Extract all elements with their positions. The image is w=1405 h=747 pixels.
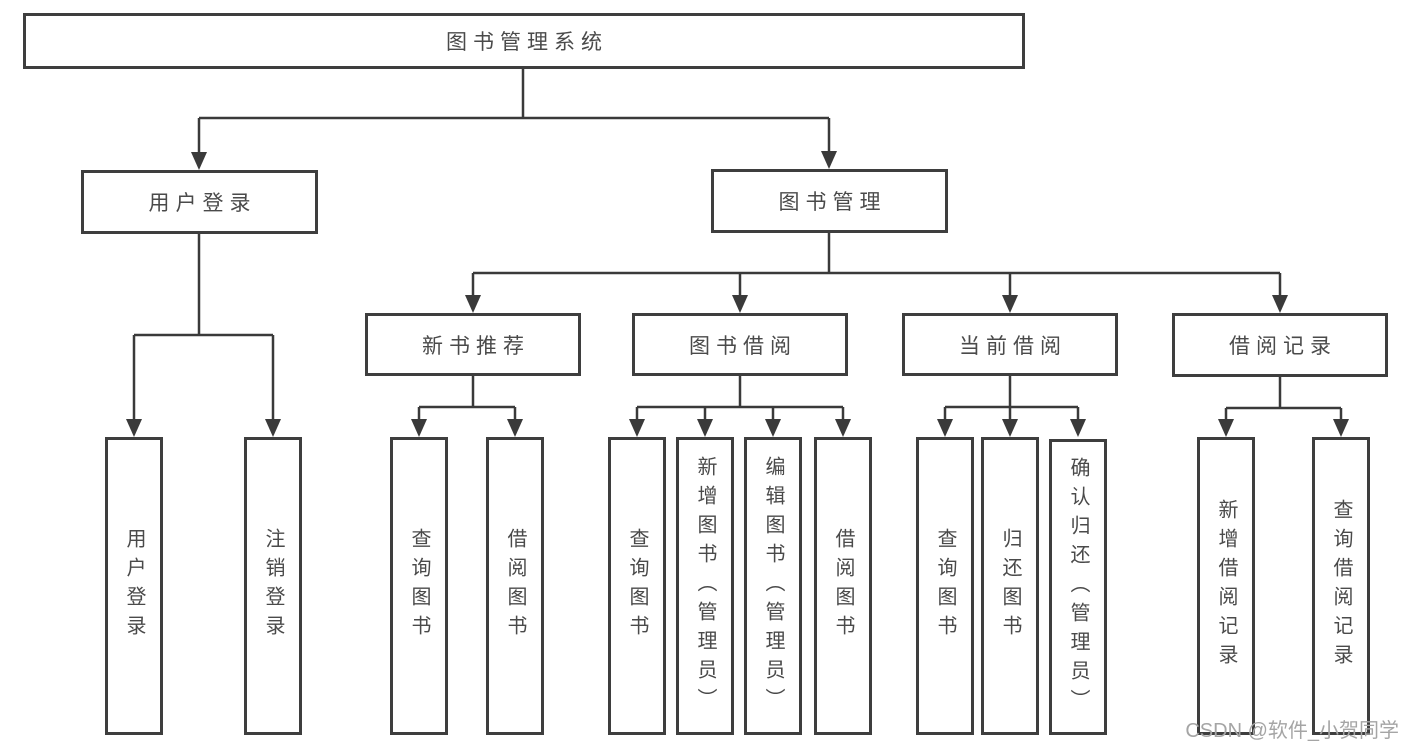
arrowhead (411, 419, 427, 437)
node-label: 图书管理 (778, 191, 887, 214)
node-book-borrow: 图书借阅 (632, 313, 848, 376)
arrowhead (1002, 419, 1018, 437)
node-current-borrow: 当前借阅 (902, 313, 1118, 376)
node-label: 查询图书 (626, 528, 648, 644)
node-label: 借阅图书 (832, 528, 854, 644)
arrowhead (1333, 419, 1349, 437)
arrowhead (835, 419, 851, 437)
arrowhead (821, 151, 837, 169)
node-label: 图书借阅 (689, 334, 797, 358)
node-user-login: 用户登录 (81, 170, 318, 234)
leaf-borrow-add-books-admin: 新增图书（管理员） (676, 437, 734, 735)
leaf-current-confirm-return-admin: 确认归还（管理员） (1049, 439, 1107, 735)
node-book-management: 图书管理 (711, 169, 948, 233)
node-label: 查询图书 (408, 528, 430, 644)
leaf-records-query-record: 查询借阅记录 (1312, 437, 1370, 735)
node-label: 新增图书（管理员） (694, 455, 716, 717)
arrowhead (265, 419, 281, 437)
leaf-current-query-books: 查询图书 (916, 437, 974, 735)
leaf-user-login: 用户登录 (105, 437, 163, 735)
node-label: 用户登录 (148, 192, 257, 215)
node-label: 用户登录 (123, 528, 145, 644)
leaf-recommend-query-books: 查询图书 (390, 437, 448, 735)
node-label: 编辑图书（管理员） (762, 455, 784, 717)
leaf-borrow-query-books: 查询图书 (608, 437, 666, 735)
arrowhead (765, 419, 781, 437)
leaf-current-return-books: 归还图书 (981, 437, 1039, 735)
node-new-book-recommend: 新书推荐 (365, 313, 581, 376)
arrowhead (507, 419, 523, 437)
node-label: 查询借阅记录 (1330, 499, 1352, 673)
arrowhead (937, 419, 953, 437)
csdn-watermark: CSDN @软件_小贺同学 (1185, 720, 1399, 742)
node-library-system: 图书管理系统 (23, 13, 1025, 69)
arrowhead (629, 419, 645, 437)
arrowhead (732, 295, 748, 313)
leaf-logout: 注销登录 (244, 437, 302, 735)
arrowhead (465, 295, 481, 313)
arrowhead (1218, 419, 1234, 437)
node-label: 归还图书 (999, 528, 1021, 644)
arrowhead (1272, 295, 1288, 313)
arrowhead (697, 419, 713, 437)
node-label: 借阅图书 (504, 528, 526, 644)
node-label: 借阅记录 (1229, 335, 1337, 358)
leaf-recommend-borrow-books: 借阅图书 (486, 437, 544, 735)
node-label: 当前借阅 (959, 334, 1067, 358)
node-label: 新书推荐 (422, 334, 530, 358)
leaf-records-add-record: 新增借阅记录 (1197, 437, 1255, 735)
node-label: 注销登录 (262, 528, 284, 644)
leaf-borrow-borrow-books: 借阅图书 (814, 437, 872, 735)
arrowhead (1002, 295, 1018, 313)
leaf-borrow-edit-books-admin: 编辑图书（管理员） (744, 437, 802, 735)
arrowhead (191, 152, 207, 170)
node-borrow-records: 借阅记录 (1172, 313, 1388, 377)
node-label: 确认归还（管理员） (1067, 456, 1089, 718)
arrowhead (1070, 419, 1086, 437)
node-label: 查询图书 (934, 528, 956, 644)
node-label: 新增借阅记录 (1215, 499, 1237, 673)
node-label: 图书管理系统 (446, 31, 608, 54)
arrowhead (126, 419, 142, 437)
